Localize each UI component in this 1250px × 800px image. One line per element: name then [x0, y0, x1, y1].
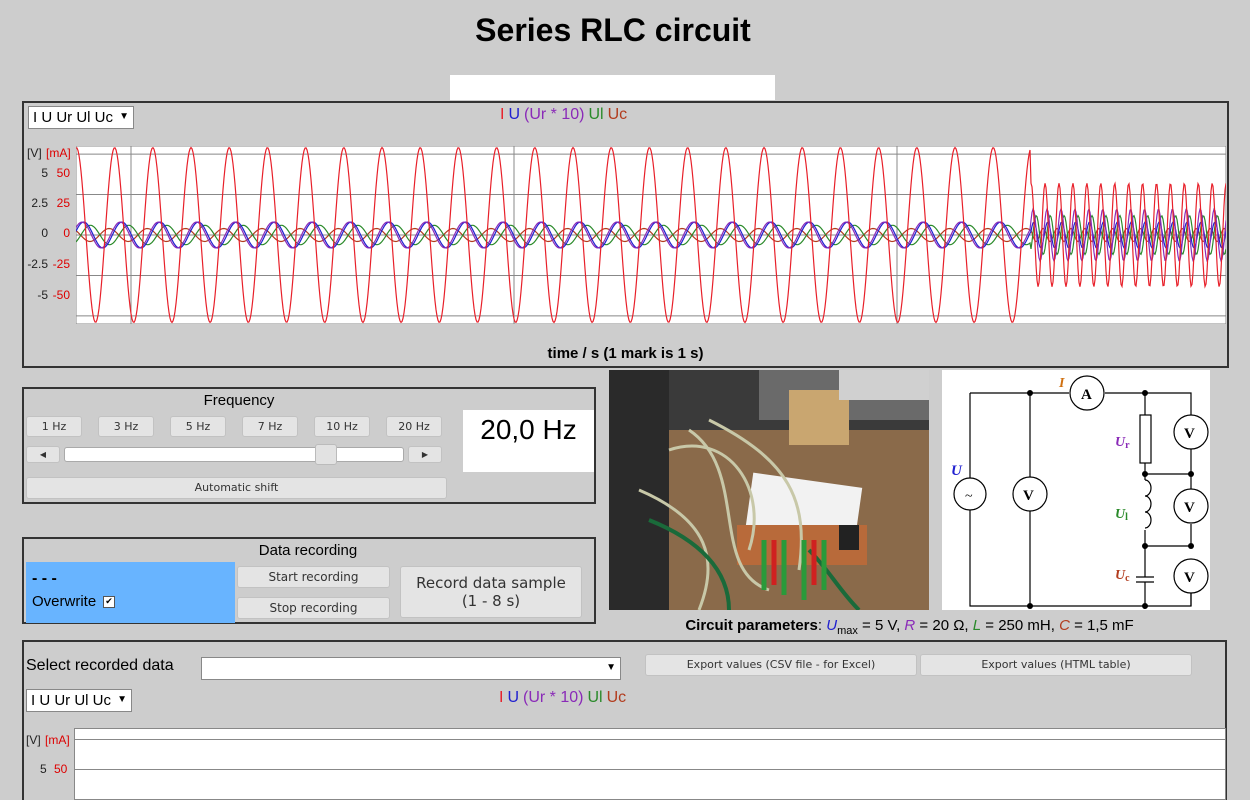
y-unit-ma: [mA]: [46, 146, 71, 160]
x-axis-label: time / s (1 mark is 1 s): [547, 345, 704, 362]
automatic-shift-button[interactable]: Automatic shift: [26, 477, 447, 499]
legend-item: I: [499, 689, 504, 706]
overwrite-checkbox[interactable]: ✔: [103, 596, 115, 608]
frequency-title: Frequency: [203, 392, 275, 409]
legend-item: Ul: [588, 106, 604, 123]
voltmeter-label: V: [1023, 488, 1034, 504]
slider-right-button[interactable]: ▶: [408, 446, 442, 463]
tilde-label: ~: [965, 489, 973, 504]
live-chart: [76, 146, 1226, 324]
ammeter-icon: [1069, 375, 1105, 411]
voltmeter-l-label: V: [1184, 500, 1195, 516]
frequency-panel: Frequency ◀ ▶ Automatic shift 20,0 Hz 1 …: [22, 387, 596, 504]
recorded-data-select[interactable]: ▼: [201, 657, 621, 680]
page-title: Series RLC circuit: [475, 12, 751, 48]
voltmeter-l-icon: [1173, 488, 1209, 524]
legend-item: U: [508, 106, 521, 123]
ul-label: Ul: [1115, 507, 1128, 523]
recording-status: - - -: [32, 570, 57, 587]
ur-label: Ur: [1115, 435, 1130, 451]
recording-title: Data recording: [258, 542, 358, 559]
legend-item: Uc: [606, 689, 627, 706]
export-html-button[interactable]: Export values (HTML table): [920, 654, 1192, 676]
export-csv-button[interactable]: Export values (CSV file - for Excel): [645, 654, 917, 676]
series-select[interactable]: I U Ur Ul Uc▼: [28, 106, 134, 129]
chevron-down-icon: ▼: [119, 111, 129, 122]
voltmeter-r-label: V: [1184, 426, 1195, 442]
legend-item: U: [507, 689, 520, 706]
recorded-y-unit-v: [V]: [26, 733, 41, 747]
voltmeter-c-label: V: [1184, 570, 1195, 586]
legend-item: Ul: [587, 689, 603, 706]
preset-20hz-button[interactable]: 20 Hz: [386, 416, 442, 437]
preset-10hz-button[interactable]: 10 Hz: [314, 416, 370, 437]
voltmeter-icon: [1012, 476, 1048, 512]
y-tick-ma: 50: [56, 166, 70, 180]
source-voltage-label: U: [951, 463, 963, 479]
frequency-slider[interactable]: [64, 447, 404, 462]
recorded-y-tick-v: 5: [40, 762, 47, 776]
current-label: I: [1058, 376, 1065, 391]
legend-item: Uc: [607, 106, 628, 123]
frequency-slider-thumb[interactable]: [314, 444, 337, 465]
voltmeter-r-icon: [1173, 414, 1209, 450]
series-ur: [76, 207, 1226, 263]
y-tick-v: 2.5: [31, 196, 48, 210]
chevron-down-icon: ▼: [117, 694, 127, 705]
stop-recording-button[interactable]: Stop recording: [237, 597, 390, 619]
y-tick-ma: -50: [52, 288, 70, 302]
uc-label: Uc: [1115, 568, 1130, 584]
y-tick-v: -2.5: [27, 257, 48, 271]
data-recording-panel: Data recording - - - Overwrite ✔ Start r…: [22, 537, 596, 624]
recording-status-box: - - - Overwrite ✔: [26, 562, 235, 623]
circuit-photo: [609, 370, 929, 610]
overwrite-label: Overwrite: [32, 593, 97, 610]
start-recording-button[interactable]: Start recording: [237, 566, 390, 588]
record-sample-button[interactable]: Record data sample (1 - 8 s): [400, 566, 582, 618]
circuit-parameters: Circuit parameters: Umax = 5 V, R = 20 Ω…: [685, 617, 1134, 637]
legend-item: (Ur * 10): [523, 689, 584, 706]
preset-7hz-button[interactable]: 7 Hz: [242, 416, 298, 437]
y-tick-v: 0: [41, 226, 48, 240]
series-i: [76, 146, 1226, 324]
preset-3hz-button[interactable]: 3 Hz: [98, 416, 154, 437]
ammeter-label: A: [1081, 387, 1092, 403]
y-tick-ma: -25: [52, 257, 70, 271]
slider-left-button[interactable]: ◀: [26, 446, 60, 463]
recorded-series-select[interactable]: I U Ur Ul Uc▼: [26, 689, 132, 712]
voltmeter-c-icon: [1173, 558, 1209, 594]
recorded-y-tick-ma: 50: [54, 762, 68, 776]
y-tick-v: 5: [41, 166, 48, 180]
legend-item: (Ur * 10): [524, 106, 585, 123]
circuit-schematic: A I ~ V V V V U Ur Ul Uc: [942, 370, 1210, 610]
recorded-data-panel: Select recorded data ▼ Export values (CS…: [22, 640, 1227, 800]
voltage-source-icon: [953, 477, 987, 511]
select-recorded-label: Select recorded data: [26, 657, 174, 674]
status-bar: [450, 75, 775, 100]
y-tick-ma: 0: [63, 226, 70, 240]
recorded-chart: [74, 728, 1226, 800]
preset-5hz-button[interactable]: 5 Hz: [170, 416, 226, 437]
recorded-y-unit-ma: [mA]: [45, 733, 70, 747]
chevron-down-icon: ▼: [606, 662, 616, 673]
legend-item: I: [500, 106, 505, 123]
frequency-display: 20,0 Hz: [463, 410, 594, 472]
y-unit-v: [V]: [27, 146, 42, 160]
y-tick-ma: 25: [56, 196, 70, 210]
y-tick-v: -5: [37, 288, 48, 302]
preset-1hz-button[interactable]: 1 Hz: [26, 416, 82, 437]
